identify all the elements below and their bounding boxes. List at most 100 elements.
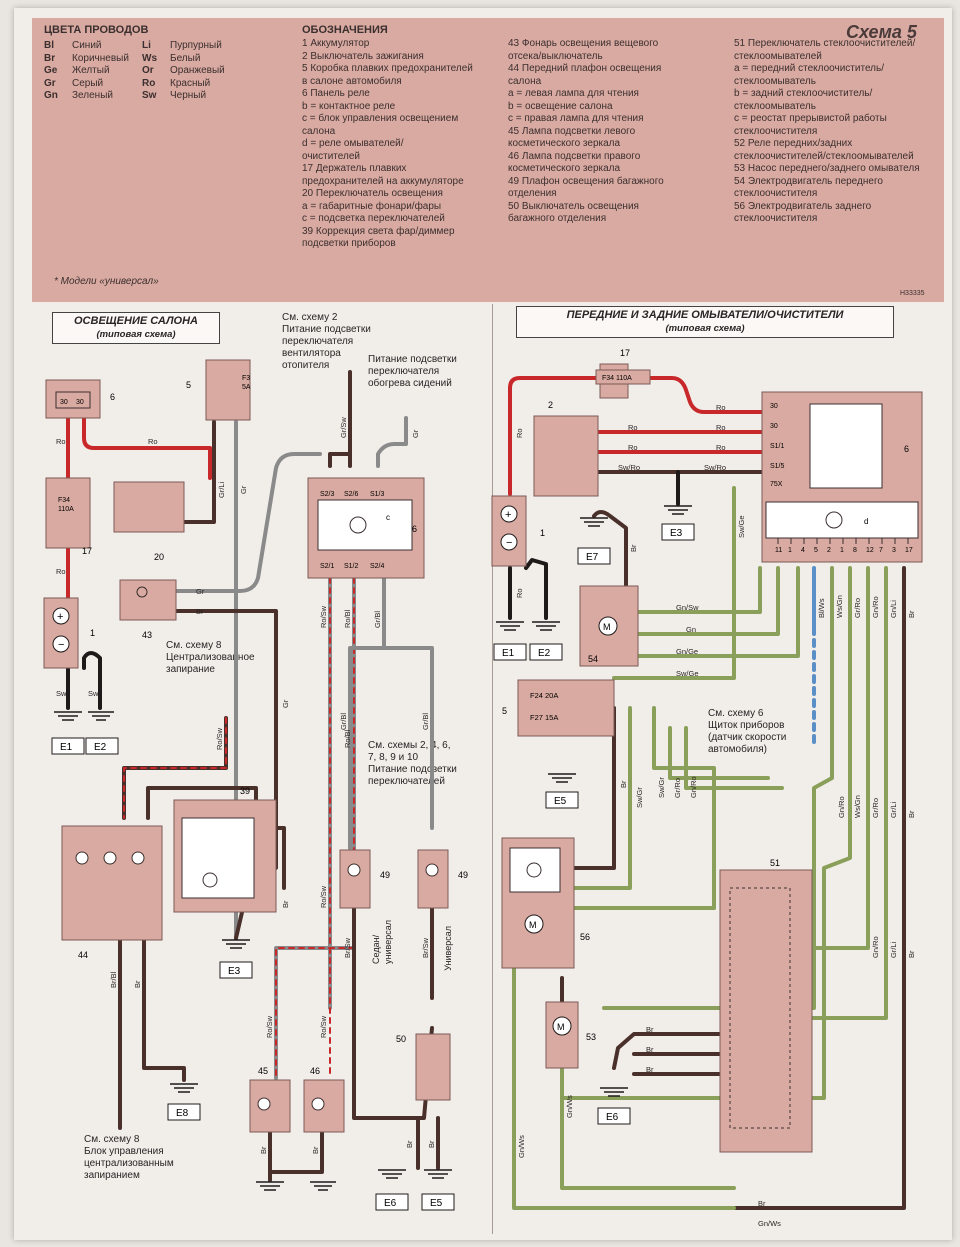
ground-icon xyxy=(532,621,560,631)
relay-pin-label: 3 xyxy=(892,547,896,554)
wire-gnge xyxy=(636,566,800,658)
legend-entry: a = габаритные фонари/фары xyxy=(302,200,442,212)
pin-30: 30 xyxy=(770,403,778,410)
wire-robl xyxy=(274,576,356,1080)
text-line: См. схему 2 xyxy=(282,312,338,323)
text-line: См. схему 6 xyxy=(708,708,764,719)
minus-glyph: − xyxy=(58,639,64,651)
ground-label: E7 xyxy=(586,552,599,563)
transistor-icon xyxy=(825,511,843,529)
text-line: Питание подсветки xyxy=(368,354,457,365)
legend-entry: 39 Коррекция света фар/диммер xyxy=(302,225,455,237)
ground-tag xyxy=(545,791,579,809)
wire-label: Ro/Sw xyxy=(319,605,328,628)
legend-entry: багажного отделения xyxy=(508,213,607,224)
ground-icon xyxy=(496,621,524,631)
ground-label: E6 xyxy=(606,1112,619,1123)
component-number: 6 xyxy=(110,392,115,402)
wire-label: Br xyxy=(907,610,916,618)
legend-entry: 56 Электродвигатель заднего xyxy=(734,200,872,212)
ground-icon xyxy=(548,773,576,783)
component-number: 46 xyxy=(310,1066,320,1076)
wire-grli xyxy=(810,906,888,1020)
fuse-label-line: F34 xyxy=(58,497,70,504)
ground-tag xyxy=(529,643,563,661)
component-number: 49 xyxy=(380,870,390,880)
text-line: запирание xyxy=(166,664,215,675)
motor-icon xyxy=(598,616,618,636)
wire-label: Bl/Ws xyxy=(817,598,826,618)
boot-switch-50 xyxy=(415,1033,451,1101)
wire-label: Gn/Sw xyxy=(676,603,699,612)
rear-wiper-control xyxy=(509,847,561,893)
wire-br xyxy=(572,706,616,870)
legend-entry: 51 Переключатель стеклоочистителей/ xyxy=(734,38,916,49)
left-section-title: ОСВЕЩЕНИЕ САЛОНА (типовая схема) xyxy=(52,312,220,344)
ground-tag xyxy=(219,961,253,979)
pin-d: d xyxy=(864,517,868,526)
wire-label: Br xyxy=(405,1140,414,1148)
ground-tag xyxy=(661,523,695,541)
ground-label: E6 xyxy=(384,1198,397,1209)
component-number: 5 xyxy=(186,380,191,390)
legend-entry: косметического зеркала xyxy=(508,138,621,149)
wire-label: Gn/Ws xyxy=(565,1095,574,1118)
pin-c: c xyxy=(386,513,390,522)
wire-sw xyxy=(82,651,102,710)
wire-label: Sw xyxy=(88,689,99,698)
ground-label: E2 xyxy=(94,742,107,753)
wire-label: Gn/Ws xyxy=(758,1219,781,1228)
component-number: 2 xyxy=(548,400,553,410)
wire-label: Ro/Bl xyxy=(343,609,352,628)
component-number: 44 xyxy=(78,950,88,960)
wire-label: Gn/Ge xyxy=(676,647,698,656)
right-grounds: E3 E7 E1 E2 E5 E6 xyxy=(493,505,695,1125)
wire-label: Gr xyxy=(196,587,205,596)
wire-label: Gn/Ro xyxy=(871,596,880,618)
ground-tag xyxy=(577,547,611,565)
pin-s26: S2/6 xyxy=(344,491,359,498)
dimmer-unit xyxy=(181,817,255,899)
wire-color-code: Gn xyxy=(44,90,58,101)
legend-entry: стеклоочистителя xyxy=(734,213,818,224)
component-number: 20 xyxy=(154,552,164,562)
lamp-icon xyxy=(75,851,89,865)
wire-label: Gn xyxy=(686,625,696,634)
ground-icon xyxy=(424,1169,452,1179)
component-number: 17 xyxy=(82,546,92,556)
legend-entry: 53 Насос переднего/заднего омывателя xyxy=(734,163,920,174)
legend-entry: 1 Аккумулятор xyxy=(302,38,370,49)
wire-label: Ro/Sw xyxy=(215,727,224,750)
ground-icon xyxy=(222,939,250,949)
wire-label: Gn/Ro xyxy=(871,936,880,958)
wire-label: Gr/Bl xyxy=(421,713,430,730)
pin-30: 30 xyxy=(76,399,84,406)
wire-label: Ro xyxy=(716,423,726,432)
text-line: централизованным xyxy=(84,1158,174,1169)
text-line: обогрева сидений xyxy=(368,378,452,389)
wire-label: Ro xyxy=(515,588,524,598)
text-line: отопителя xyxy=(282,360,330,371)
wire-label: Gr/Ro xyxy=(871,798,880,818)
legend-entry: 5 Коробка плавких предохранителей xyxy=(302,63,473,74)
left-title-text: ОСВЕЩЕНИЕ САЛОНА xyxy=(74,315,198,327)
wire-br xyxy=(268,1128,324,1174)
lamp-icon xyxy=(103,851,117,865)
legend-entry: стеклоочистителей/стеклоомывателей xyxy=(734,150,914,162)
ground-tag xyxy=(167,1103,201,1121)
left-grounds: E1 E2 E3 E8 E6 E5 xyxy=(51,711,455,1211)
ground-tag xyxy=(597,1107,631,1125)
pin-s23: S2/3 xyxy=(320,491,335,498)
legend-entry: b = задний стеклоочиститель/ xyxy=(734,88,873,99)
wire-br xyxy=(732,566,906,1210)
